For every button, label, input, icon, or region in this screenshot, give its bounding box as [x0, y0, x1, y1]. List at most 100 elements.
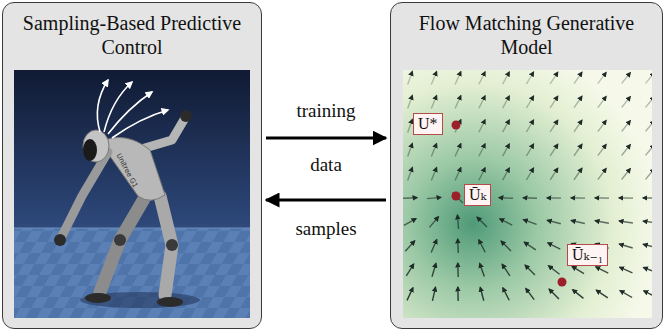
point-label: Ūₖ₋₁: [567, 244, 608, 266]
field-arrow: [503, 144, 510, 156]
field-arrow: [431, 168, 436, 181]
field-arrow: [526, 144, 533, 156]
field-arrow: [408, 119, 413, 132]
field-arrow: [619, 221, 633, 223]
robot-marking: Unitree G1: [114, 152, 139, 189]
field-arrow: [550, 96, 558, 108]
field-arrow: [457, 215, 458, 229]
field-arrow: [646, 169, 652, 180]
field-arrow: [643, 244, 652, 247]
field-arrow: [479, 120, 485, 133]
field-arrow: [620, 291, 632, 298]
field-arrow: [526, 72, 533, 84]
field-arrow: [408, 167, 413, 180]
field-arrow: [646, 73, 652, 84]
panel-box: Sampling-Based Predictive Control: [2, 2, 262, 329]
field-arrow: [622, 97, 631, 108]
field-arrow: [548, 266, 559, 274]
field-arrow: [499, 197, 513, 199]
field-arrow: [524, 242, 536, 250]
field-arrow: [431, 96, 436, 109]
field-arrow: [643, 268, 652, 273]
field-arrow: [622, 145, 631, 156]
field-arrow: [550, 144, 558, 156]
panel-heading: Flow Matching Generative Model: [391, 3, 662, 59]
field-arrow: [403, 197, 417, 199]
field-arrow: [429, 217, 438, 228]
flow-arrow: [266, 137, 386, 140]
field-arrow: [500, 219, 512, 225]
field-arrow: [571, 197, 585, 199]
field-arrow: [431, 144, 436, 157]
field-arrow: [479, 168, 485, 181]
panel-ground: [3, 3, 262, 329]
field-arrow: [523, 197, 537, 199]
robot-scene: [14, 70, 250, 318]
field-arrow: [480, 287, 484, 301]
field-arrow: [572, 266, 584, 273]
field-arrow: [526, 96, 533, 108]
field-arrow: [480, 263, 485, 276]
field-arrow: [503, 168, 510, 180]
field-arrow: [457, 263, 459, 277]
field-arrow: [598, 168, 606, 179]
field-arrow: [643, 197, 652, 199]
field-arrow: [501, 241, 511, 251]
field-arrow: [455, 144, 461, 157]
field-arrow: [547, 220, 561, 224]
field-arrow: [525, 265, 535, 275]
field-arrow: [595, 197, 609, 199]
field-arrow: [503, 72, 510, 84]
field-arrow: [479, 240, 485, 252]
field-arrow: [479, 96, 485, 109]
field-arrow: [573, 290, 584, 299]
field-arrow: [646, 121, 652, 132]
field-arrow: [503, 120, 510, 132]
field-arrow: [550, 168, 558, 180]
field-arrow: [432, 263, 436, 276]
field-arrow: [502, 264, 510, 276]
field-arrow: [574, 72, 582, 84]
panel-box: Flow Matching Generative Model: [390, 2, 663, 329]
field-arrow: [408, 95, 413, 108]
field-arrow: [596, 290, 608, 298]
field-arrow: [455, 168, 461, 181]
field-arrow: [622, 169, 631, 180]
field-arrow: [595, 221, 609, 223]
field-arrow: [431, 240, 437, 253]
field-arrow: [431, 72, 436, 85]
field-arrow: [457, 287, 459, 301]
field-arrow: [432, 287, 435, 301]
field-arrow: [457, 239, 459, 253]
field-arrow: [596, 267, 608, 273]
field-arrow: [574, 144, 582, 156]
field-arrow: [407, 288, 413, 301]
field-arrow: [598, 144, 606, 155]
field-arrow: [619, 244, 632, 248]
field-arrow: [526, 288, 534, 299]
point-label: Ūₖ: [464, 184, 491, 206]
field-arrow: [548, 243, 560, 249]
field-arrow: [455, 96, 461, 109]
field-arrow: [526, 120, 533, 132]
flow-arrow: [266, 199, 386, 202]
field-arrow: [479, 144, 485, 157]
field-arrow: [574, 168, 582, 180]
arrow-label: samples: [295, 218, 356, 241]
field-arrow: [503, 288, 509, 300]
field-arrow: [547, 197, 561, 199]
field-arrow: [620, 267, 633, 273]
field-arrow: [406, 264, 413, 276]
field-arrow: [574, 96, 582, 108]
field-arrow: [427, 197, 441, 198]
field-arrow: [622, 121, 631, 132]
field-arrow: [571, 221, 585, 224]
field-arrow: [646, 97, 652, 108]
field-arrow: [455, 72, 461, 85]
field-arrow: [404, 219, 416, 226]
field-arrow: [619, 197, 633, 199]
field-arrow: [598, 120, 606, 131]
field-arrow: [477, 217, 487, 227]
field-arrow: [549, 289, 559, 299]
field-arrow: [408, 143, 413, 156]
